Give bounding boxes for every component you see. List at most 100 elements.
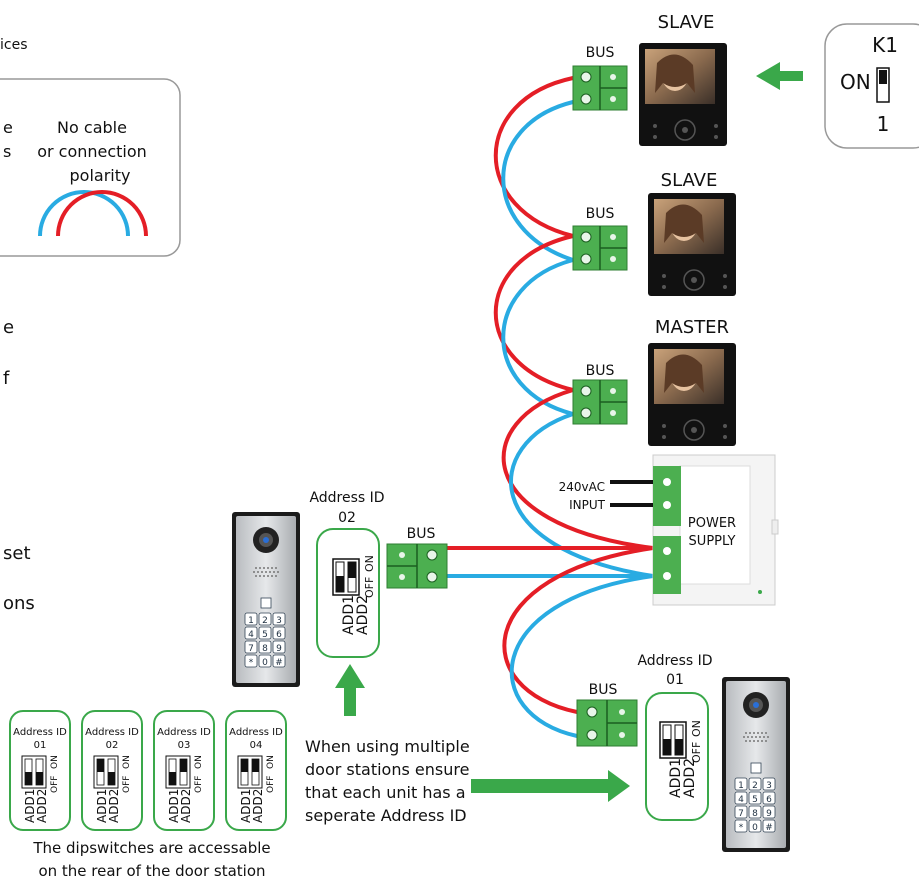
keypad-key-frame xyxy=(762,819,776,833)
bus-label: BUS xyxy=(589,682,618,698)
keypad-key: 4 xyxy=(248,630,254,640)
psu-input-2: INPUT xyxy=(569,498,606,512)
legend-red-arc xyxy=(56,190,148,237)
keypad-key-frame xyxy=(748,791,762,805)
note-line-4: seperate Address ID xyxy=(305,806,467,825)
dip-example-knob xyxy=(97,759,104,772)
dip-example-id: 03 xyxy=(178,740,191,751)
keypad-key-frame xyxy=(258,612,272,626)
address-label: Address ID xyxy=(309,490,384,506)
dip-example-knob xyxy=(180,759,187,772)
keypad-key: 8 xyxy=(752,809,758,819)
keypad-key: 8 xyxy=(262,644,268,654)
dip-example-on: ON xyxy=(122,755,132,769)
keypad-key-frame xyxy=(258,626,272,640)
keypad-key-frame xyxy=(244,654,258,668)
keypad-key: 0 xyxy=(262,658,268,668)
dip-example-id: 01 xyxy=(34,740,47,751)
k1-switch-box: K1 ON 1 xyxy=(824,23,919,149)
dip-add2: ADD2 xyxy=(682,758,698,798)
keypad-key: * xyxy=(249,658,254,668)
dip-example-knob xyxy=(25,772,32,785)
dip-off: OFF xyxy=(690,742,703,763)
dip-example-knob xyxy=(252,759,259,772)
dip-example-off: OFF xyxy=(266,776,276,793)
keypad-key: 6 xyxy=(766,795,772,805)
address-id: 02 xyxy=(338,510,356,526)
dip-example-on: ON xyxy=(194,755,204,769)
dip-example-off: OFF xyxy=(194,776,204,793)
bus-label: BUS xyxy=(407,526,436,542)
legend-blue-arc xyxy=(38,190,130,237)
dip-example-knob xyxy=(36,772,43,785)
keypad-key-frame xyxy=(272,612,286,626)
keypad-key: 1 xyxy=(738,781,744,791)
keypad-key: 1 xyxy=(248,616,254,626)
dip-example-knob xyxy=(169,772,176,785)
keypad-key-frame xyxy=(272,654,286,668)
legend-no-cable-2: or connection xyxy=(37,142,147,161)
legend-left-1: e xyxy=(3,118,13,137)
monitor-role: MASTER xyxy=(655,317,729,338)
dip-on: ON xyxy=(363,555,376,572)
monitor-slave-1: SLAVE BUS xyxy=(572,12,728,147)
dip-on: ON xyxy=(690,720,703,737)
keypad-key: # xyxy=(765,823,773,833)
dip-example-label: Address ID xyxy=(85,727,139,738)
keypad-key: 3 xyxy=(276,616,282,626)
dip-example-knob xyxy=(108,772,115,785)
address-id: 01 xyxy=(666,672,684,688)
dip-example-add1: ADD1 xyxy=(239,789,253,823)
left-text-4: ons xyxy=(3,593,35,614)
power-supply: POWER SUPPLY 240vAC INPUT xyxy=(559,454,779,606)
keypad-key-frame xyxy=(244,640,258,654)
k1-num: 1 xyxy=(877,112,890,136)
dip-example-add1: ADD1 xyxy=(95,789,109,823)
monitor-master: MASTER BUS xyxy=(572,317,737,447)
dip-example-add1: ADD1 xyxy=(23,789,37,823)
keypad-key: 2 xyxy=(752,781,758,791)
legend-left-2: s xyxy=(3,142,11,161)
k1-on: ON xyxy=(840,70,871,94)
keypad-key-frame xyxy=(748,805,762,819)
dip-note-2: on the rear of the door station xyxy=(38,862,265,880)
left-text-1: e xyxy=(3,317,14,338)
dip-example-label: Address ID xyxy=(157,727,211,738)
arrow-left-icon xyxy=(756,62,803,90)
dip-example-on: ON xyxy=(50,755,60,769)
left-text-2: f xyxy=(3,368,10,389)
address-label: Address ID xyxy=(637,653,712,669)
keypad-key-frame xyxy=(762,777,776,791)
keypad-key: 6 xyxy=(276,630,282,640)
monitor-role: SLAVE xyxy=(661,170,718,191)
keypad-key-frame xyxy=(762,791,776,805)
dip-example-knob xyxy=(241,759,248,772)
legend-header: ices xyxy=(0,37,28,53)
left-text-3: set xyxy=(3,543,31,564)
keypad-key-frame xyxy=(734,791,748,805)
dip-example-label: Address ID xyxy=(229,727,283,738)
legend-no-cable-3: polarity xyxy=(70,166,131,185)
dip-example-add2: ADD2 xyxy=(35,789,49,823)
keypad-key-frame xyxy=(734,777,748,791)
note-line-3: that each unit has a xyxy=(305,783,466,802)
keypad-key: 9 xyxy=(276,644,282,654)
keypad-key-frame xyxy=(272,626,286,640)
dip-add2: ADD2 xyxy=(355,595,371,635)
bus-label: BUS xyxy=(586,45,615,61)
keypad-key: 7 xyxy=(738,809,744,819)
bus-label: BUS xyxy=(586,206,615,222)
keypad-key-frame xyxy=(748,777,762,791)
monitor-slave-2: SLAVE BUS xyxy=(572,170,737,297)
keypad-key: 3 xyxy=(766,781,772,791)
legend-no-cable-1: No cable xyxy=(57,118,127,137)
dip-add1: ADD1 xyxy=(341,595,357,635)
bus-label: BUS xyxy=(586,363,615,379)
dip-example-label: Address ID xyxy=(13,727,67,738)
keypad-key: 5 xyxy=(262,630,268,640)
keypad-key: 2 xyxy=(262,616,268,626)
keypad-key-frame xyxy=(748,819,762,833)
keypad-key: 4 xyxy=(738,795,744,805)
